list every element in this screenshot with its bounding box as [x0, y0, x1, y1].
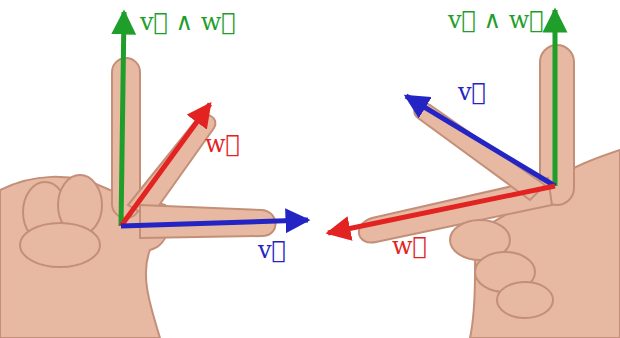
vector-label: w⃗ [392, 232, 427, 261]
v-vector [406, 96, 555, 186]
v-vector [121, 220, 308, 226]
vector-label: v⃗ [458, 78, 486, 107]
right-hand [359, 45, 620, 338]
left-hand [0, 58, 276, 338]
vector-label: v⃗ [258, 236, 286, 265]
cross-product-vector [121, 12, 124, 226]
cross-product-label: v⃗ ∧ w⃗ [448, 6, 544, 35]
cross-product-label: v⃗ ∧ w⃗ [140, 8, 236, 37]
w-vector [328, 186, 555, 233]
cross-product-vector [553, 10, 558, 186]
vector-label: w⃗ [205, 130, 240, 159]
w-vector [121, 104, 210, 226]
